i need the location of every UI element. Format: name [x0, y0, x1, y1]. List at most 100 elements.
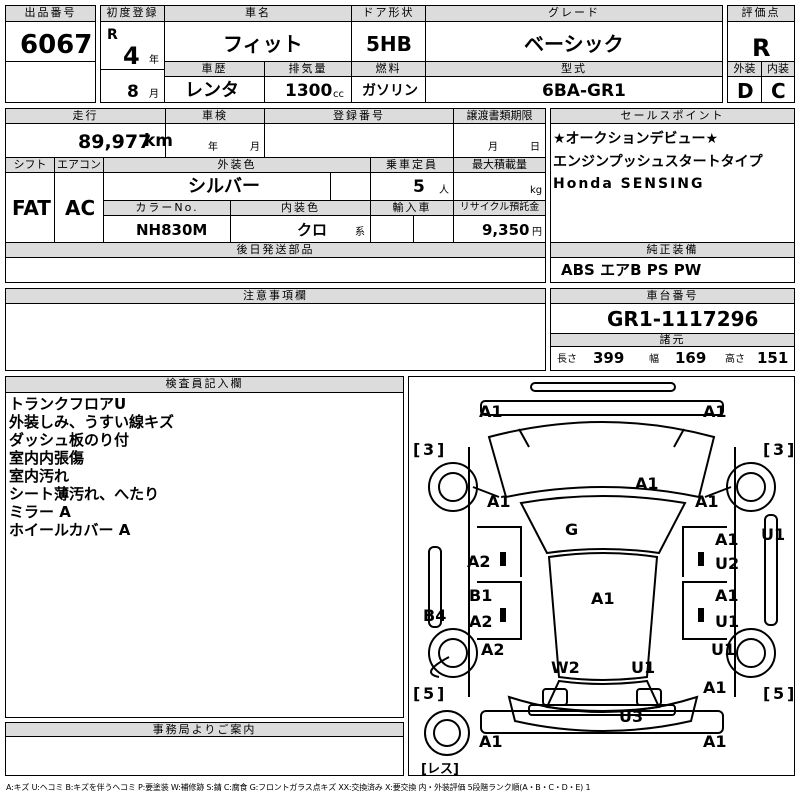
model: 6BA-GR1: [542, 81, 626, 101]
inspection-label: 車検: [166, 109, 264, 124]
mileage-cell: 走行 89,977 km: [5, 108, 173, 158]
seats-cell: 乗車定員 5 人: [370, 157, 454, 201]
history-cell: 車歴 レンタ: [164, 61, 265, 103]
svg-text:[: [: [763, 440, 770, 459]
damage-mark: A1: [703, 678, 727, 697]
inspection-month-unit: 月: [250, 142, 260, 153]
door-type: 5HB: [366, 32, 412, 56]
fuel-label: 燃料: [352, 62, 425, 77]
seats-label: 乗車定員: [371, 158, 453, 173]
note-line: トランクフロアU: [9, 395, 127, 413]
recycle-label: リサイクル預託金: [454, 201, 545, 216]
mileage: 89,977: [78, 131, 152, 153]
shift: FAT: [12, 196, 51, 220]
tread-fl: [: [413, 440, 420, 459]
lot-number: 6067: [20, 30, 93, 60]
equipment-label: 純正装備: [551, 243, 794, 258]
width: 169: [675, 349, 707, 367]
svg-text:[: [: [763, 684, 770, 703]
parts-label: 後日発送部品: [6, 243, 545, 258]
score-label: 評価点: [728, 6, 794, 22]
equipment: ABS エアB PS PW: [561, 261, 702, 279]
tread-rr-val: 5: [773, 684, 784, 703]
damage-mark: A1: [703, 732, 727, 751]
damage-mark: U1: [761, 525, 785, 544]
damage-mark: U1: [715, 612, 739, 631]
int-color-unit: 系: [355, 227, 365, 238]
spec-label: 諸元: [551, 334, 794, 347]
car-name: フィット: [223, 32, 303, 56]
damage-mark: A1: [715, 530, 739, 549]
displacement-cell: 排気量 1300 cc: [264, 61, 352, 103]
grade: ベーシック: [524, 32, 624, 56]
length-label: 長さ: [557, 354, 577, 365]
seats: 5: [413, 177, 425, 197]
chassis-number: GR1-1117296: [607, 307, 759, 331]
year-unit: 年: [149, 55, 159, 66]
seats-unit: 人: [439, 185, 449, 196]
int-grade-label: 内装: [762, 62, 794, 77]
tread-fl-val: 3: [423, 440, 434, 459]
displacement-label: 排気量: [265, 62, 351, 77]
damage-mark: U1: [711, 640, 735, 659]
history: レンタ: [185, 80, 239, 101]
lot-label: 出品番号: [6, 6, 95, 22]
length: 399: [593, 349, 625, 367]
name-cell: 車名 フィット: [164, 5, 352, 62]
load-cell: 最大積載量 kg: [453, 157, 546, 201]
int-grade-cell: 内装 C: [761, 61, 795, 103]
note-line: ミラー A: [9, 503, 71, 521]
damage-mark: B1: [469, 586, 492, 605]
transfer-cell: 譲渡書類期限 月 日: [453, 108, 546, 158]
note-line: ダッシュ板のり付: [9, 431, 130, 449]
month-unit: 月: [149, 89, 159, 100]
damage-mark: A1: [695, 492, 719, 511]
sales-point-cell: セールスポイント ★オークションデビュー★ エンジンプッシュスタートタイプ Ho…: [550, 108, 795, 243]
ext-grade-cell: 外装 D: [727, 61, 762, 103]
displacement-unit: cc: [333, 89, 344, 100]
tread-fr-val: 3: [773, 440, 784, 459]
inspector-cell: 検査員記入欄 トランクフロアU 外装しみ、うすい線キズ ダッシュ板のり付 室内内…: [5, 376, 404, 718]
width-label: 幅: [649, 354, 659, 365]
damage-mark: A1: [703, 402, 727, 421]
registration-cell: 初度登録 R 4 年 8 月: [100, 5, 165, 103]
grade-cell: グレード ベーシック: [425, 5, 723, 62]
damage-mark: U2: [715, 554, 739, 573]
damage-mark: U1: [631, 658, 655, 677]
note-line: 外装しみ、うすい線キズ: [9, 413, 175, 431]
parts-cell: 後日発送部品: [5, 242, 546, 283]
damage-mark: B4: [423, 606, 446, 625]
sales-line-2: エンジンプッシュスタートタイプ: [553, 154, 763, 170]
damage-mark: A1: [479, 402, 503, 421]
notes-cell: 注意事項欄: [5, 288, 546, 371]
ext-color: シルバー: [188, 176, 260, 197]
note-line: シート薄汚れ、へたり: [9, 485, 160, 503]
displacement: 1300: [285, 81, 333, 101]
shift-label: シフト: [6, 158, 54, 173]
damage-mark: A1: [591, 589, 615, 608]
height-label: 高さ: [725, 354, 745, 365]
era: R: [107, 27, 118, 43]
damage-mark: G: [565, 520, 578, 539]
tread-rl-val: 5: [423, 684, 434, 703]
notes-label: 注意事項欄: [6, 289, 545, 304]
damage-mark: A1: [635, 474, 659, 493]
note-line: 室内汚れ: [9, 467, 70, 485]
model-cell: 型式 6BA-GR1: [425, 61, 723, 103]
name-label: 車名: [165, 6, 351, 22]
ac: AC: [65, 196, 96, 220]
damage-mark: U3: [619, 707, 643, 726]
import-label: 輸入車: [371, 201, 453, 216]
svg-text:]: ]: [437, 684, 444, 703]
sales-line-3: Honda SENSING: [553, 176, 705, 192]
ext-color-cell: 外装色 シルバー: [103, 157, 371, 201]
sales-line-1: ★オークションデビュー★: [553, 131, 719, 147]
grade-label: グレード: [426, 6, 722, 22]
transfer-day-unit: 日: [530, 142, 540, 153]
damage-mark: A2: [481, 640, 505, 659]
chassis-label: 車台番号: [551, 289, 794, 304]
damage-mark: A1: [479, 732, 503, 751]
svg-text:]: ]: [787, 684, 794, 703]
door-label: ドア形状: [352, 6, 425, 22]
